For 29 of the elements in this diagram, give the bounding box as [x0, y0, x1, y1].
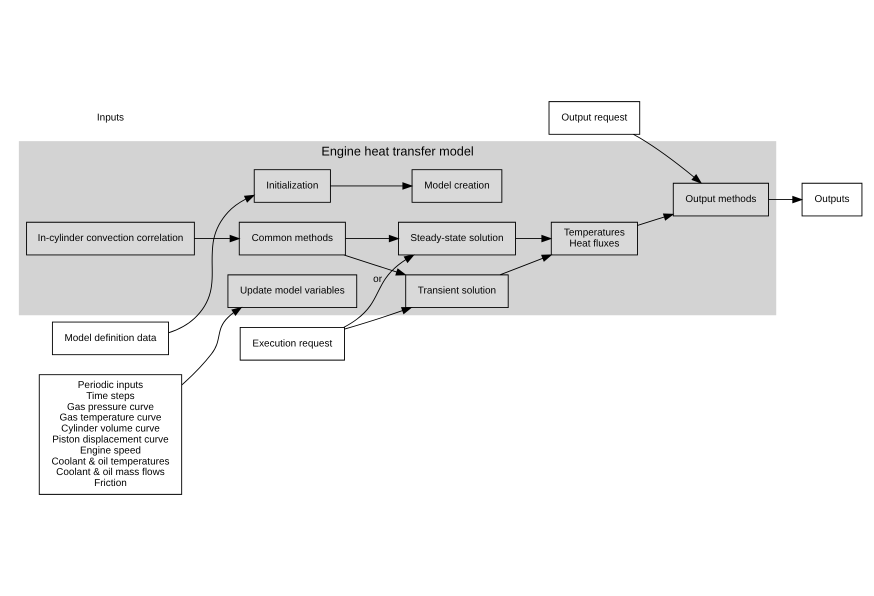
node-box: Temperatures Heat fluxes	[550, 222, 638, 256]
arrow	[343, 254, 407, 276]
node-box: Outputs	[802, 182, 862, 216]
node-box: Update model variables	[227, 274, 358, 308]
node-box: Transient solution	[405, 274, 509, 308]
label: Inputs	[96, 112, 124, 124]
node-box: In-cylinder convection correlation	[26, 222, 195, 256]
node-box: Steady-state solution	[398, 222, 516, 256]
arrow	[345, 234, 400, 242]
arrow	[344, 307, 413, 330]
arrow	[343, 254, 415, 328]
node-box: Output methods	[672, 182, 769, 216]
node-box: Initialization	[254, 169, 331, 203]
node-box: Model creation	[412, 169, 502, 203]
node-box: Execution request	[240, 327, 345, 361]
node-box: Periodic inputs Time steps Gas pressure curve Gas temperature curve Cylinder volume curve Piston displacement curve Engine speed Coolant & oil temperatures Coolant & oil mass flows Friction	[38, 374, 182, 495]
arrow	[768, 196, 804, 204]
arrow	[194, 234, 241, 242]
node-box: Output request	[548, 101, 640, 135]
arrow	[500, 254, 553, 276]
node-box: Model definition data	[52, 322, 169, 356]
arrow	[637, 213, 674, 226]
arrow	[181, 306, 242, 386]
node-box: Common methods	[238, 222, 346, 256]
arrow	[632, 134, 702, 184]
arrow	[515, 234, 552, 242]
edge-label: or	[373, 274, 382, 285]
arrow	[330, 182, 414, 190]
arrow	[168, 194, 256, 334]
